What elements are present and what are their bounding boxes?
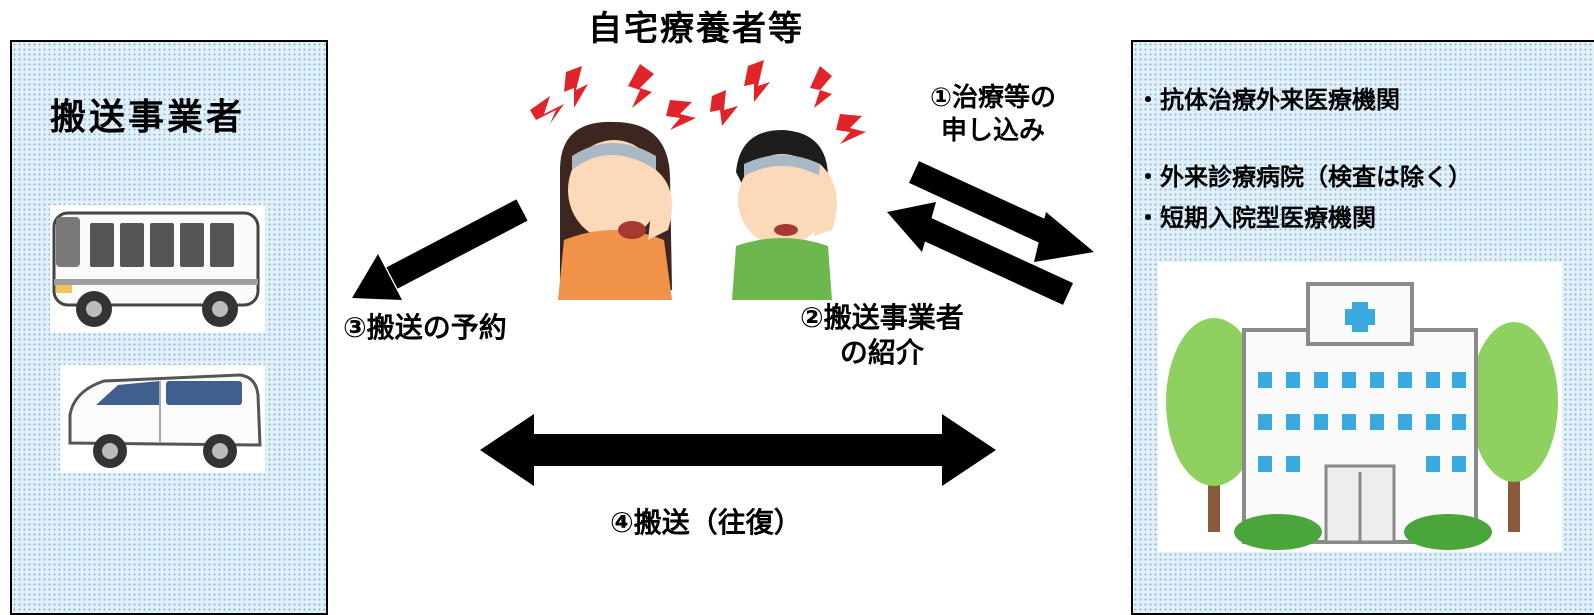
- step4-label: ④搬送（往復）: [610, 506, 802, 539]
- bus-icon: [50, 205, 265, 333]
- transport-operator-title: 搬送事業者: [50, 97, 246, 138]
- patients-illustration: [520, 60, 880, 310]
- home-patients-title: 自宅療養者等: [588, 9, 804, 49]
- step1-line2: 申し込み: [941, 115, 1046, 146]
- stress-marks-icon: [530, 60, 866, 144]
- step2-label: ②搬送事業者 の紹介: [800, 300, 964, 370]
- arrow-step1: [908, 161, 1094, 262]
- facility-item-antibody: ・抗体治療外来医療機関: [1136, 86, 1400, 114]
- facility-item-outpatient: ・外来診療病院（検査は除く）: [1136, 163, 1472, 191]
- step1-line1: ①治療等の: [930, 83, 1057, 113]
- man-headache-icon: [732, 130, 837, 300]
- van-icon: [60, 365, 265, 473]
- arrow-step2: [887, 202, 1074, 305]
- facility-item-short-stay: ・短期入院型医療機関: [1136, 204, 1376, 232]
- arrow-step3: [352, 199, 528, 300]
- step2-line1: ②搬送事業者: [800, 301, 964, 334]
- step3-label: ③搬送の予約: [343, 311, 507, 344]
- woman-headache-icon: [558, 121, 672, 300]
- hospital-icon: [1158, 262, 1562, 552]
- step1-label: ①治療等の 申し込み: [930, 82, 1056, 147]
- arrow-step4: [480, 414, 996, 486]
- step2-line2: の紹介: [839, 336, 924, 369]
